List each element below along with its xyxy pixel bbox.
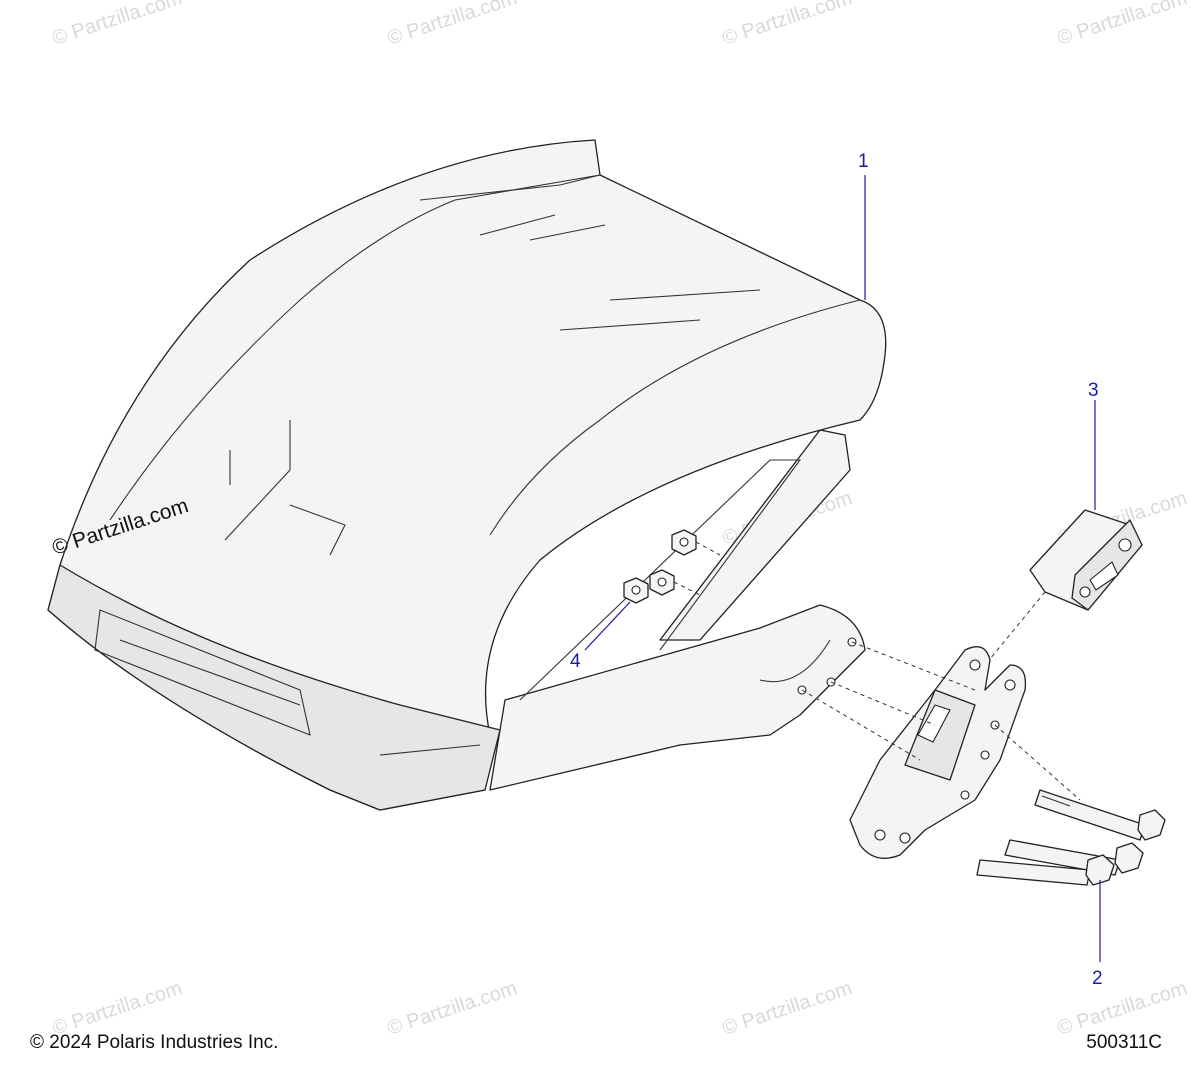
callout-1: 1 [858,151,869,172]
part-4-nuts [584,529,721,651]
diagram-id: 500311C [1086,1032,1162,1053]
watermark: © Partzilla.com [50,977,185,1040]
watermark: © Partzilla.com [50,0,185,50]
callout-3: 3 [1088,380,1099,401]
watermark: © Partzilla.com [720,977,855,1040]
callout-labels: 1 2 3 4 [570,151,1103,989]
watermark: © Partzilla.com [385,0,520,50]
watermark: © Partzilla.com [1055,977,1190,1040]
callout-4: 4 [570,651,581,672]
part-2-bolts [976,789,1166,962]
part-1-fender [47,139,887,811]
watermark: © Partzilla.com [385,977,520,1040]
watermark: © Partzilla.com [1055,0,1190,50]
copyright-text: © 2024 Polaris Industries Inc. [30,1032,279,1053]
callout-2: 2 [1092,968,1103,989]
part-3-spacer [984,400,1143,666]
mounting-bracket [801,641,1081,859]
watermark: © Partzilla.com [720,0,855,50]
